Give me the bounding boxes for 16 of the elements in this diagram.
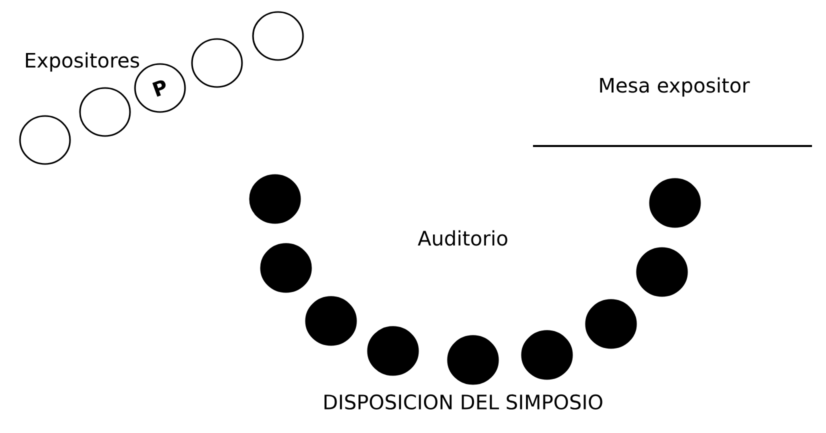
seat-circle <box>191 38 243 88</box>
caption: DISPOSICION DEL SIMPOSIO <box>324 394 602 410</box>
seat-circle <box>252 11 304 61</box>
audience-seat <box>521 330 573 380</box>
audience-seat <box>305 296 357 346</box>
label: Auditorio <box>418 230 508 246</box>
audience-seat <box>249 174 301 224</box>
audience-seat <box>367 326 419 376</box>
audience-seat <box>447 335 499 385</box>
seat-circle <box>19 115 71 165</box>
audience-seat <box>585 299 637 349</box>
audience-seat <box>649 178 701 228</box>
audience-seat <box>636 247 688 297</box>
label: Mesa expositor <box>600 77 750 97</box>
seat-circle <box>79 87 131 137</box>
audience-seat <box>260 243 312 293</box>
